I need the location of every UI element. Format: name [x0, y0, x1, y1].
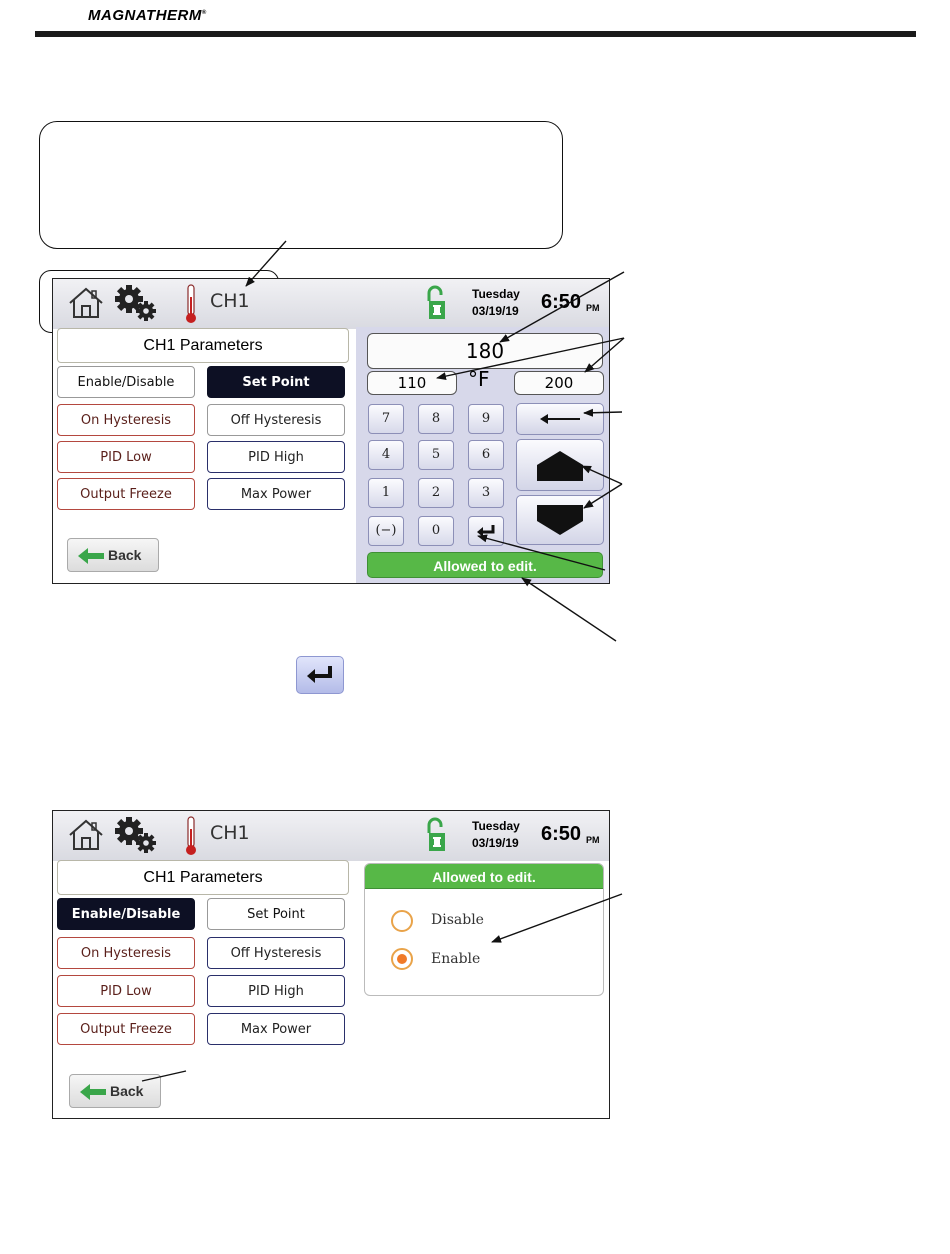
key-7[interactable]: 7: [368, 404, 404, 434]
callout-arrow-status: [521, 577, 617, 642]
set-point-button[interactable]: Set Point: [207, 366, 345, 398]
max-value-field: 200: [514, 371, 604, 395]
key-6[interactable]: 6: [468, 440, 504, 470]
increment-button[interactable]: [516, 439, 604, 491]
ampm-label: PM: [586, 303, 600, 313]
set-point-screen: CH1 Tuesday 03/19/19 6:50 PM CH1 Paramet…: [52, 278, 610, 584]
brand-logo: MAGNATHERM®: [88, 7, 207, 24]
ampm-label: PM: [586, 835, 600, 845]
backspace-button[interactable]: [516, 403, 604, 435]
date-label: 03/19/19: [472, 836, 519, 850]
enable-disable-screen: CH1 Tuesday 03/19/19 6:50 PM CH1 Paramet…: [52, 810, 610, 1119]
pid-high-button[interactable]: PID High: [207, 975, 345, 1007]
thermometer-icon: [186, 284, 196, 323]
enable-disable-button[interactable]: Enable/Disable: [57, 366, 195, 398]
callout-arrow-down: [583, 483, 623, 509]
back-arrow-icon: [80, 1084, 106, 1100]
enable-options-panel: Allowed to edit. Disable Enable: [364, 863, 604, 996]
top-bar: CH1 Tuesday 03/19/19 6:50 PM: [53, 811, 609, 861]
backspace-arrow-icon: [540, 414, 580, 424]
thermometer-icon: [186, 816, 196, 855]
back-button[interactable]: Back: [67, 538, 159, 572]
channel-label: CH1: [210, 290, 250, 312]
callout-line-back: [141, 1070, 187, 1082]
disable-label: Disable: [431, 912, 484, 928]
time-label: 6:50: [541, 291, 582, 313]
page-title: CH1 Parameters: [57, 860, 349, 895]
enable-radio[interactable]: [391, 948, 413, 970]
unlock-icon[interactable]: [425, 817, 447, 853]
on-hysteresis-button[interactable]: On Hysteresis: [57, 404, 195, 436]
key-3[interactable]: 3: [468, 478, 504, 508]
callout-arrow-value: [499, 271, 625, 343]
output-freeze-button[interactable]: Output Freeze: [57, 1013, 195, 1045]
on-hysteresis-button[interactable]: On Hysteresis: [57, 937, 195, 969]
max-power-button[interactable]: Max Power: [207, 478, 345, 510]
unit-label: °F: [468, 367, 490, 391]
callout-arrow-enter: [477, 534, 606, 571]
key-negative[interactable]: (−): [368, 516, 404, 546]
radio-selected-dot: [397, 954, 407, 964]
unlock-icon[interactable]: [425, 285, 447, 321]
enable-disable-button[interactable]: Enable/Disable: [57, 898, 195, 930]
key-5[interactable]: 5: [418, 440, 454, 470]
status-bar: Allowed to edit.: [367, 552, 603, 578]
key-8[interactable]: 8: [418, 404, 454, 434]
pid-low-button[interactable]: PID Low: [57, 975, 195, 1007]
callout-arrow-min: [436, 337, 625, 381]
off-hysteresis-button[interactable]: Off Hysteresis: [207, 404, 345, 436]
home-icon[interactable]: [67, 286, 105, 320]
back-arrow-icon: [78, 548, 104, 564]
disable-radio[interactable]: [391, 910, 413, 932]
down-arrow-icon: [537, 505, 583, 535]
callout-arrow-max: [584, 337, 625, 373]
header-rule: [35, 31, 916, 37]
date-label: 03/19/19: [472, 304, 519, 318]
enter-icon: [307, 666, 332, 683]
up-arrow-icon: [537, 451, 583, 481]
callout-arrow-backspace: [583, 408, 623, 417]
enter-key-illustration: [296, 656, 344, 694]
gear-icon[interactable]: [113, 283, 159, 323]
callout-arrow-radio: [491, 893, 623, 943]
key-0[interactable]: 0: [418, 516, 454, 546]
value-display[interactable]: 180: [367, 333, 603, 369]
page-title: CH1 Parameters: [57, 328, 349, 363]
time-label: 6:50: [541, 823, 582, 845]
set-point-button[interactable]: Set Point: [207, 898, 345, 930]
keypad-panel: 180 110 °F 200 7 8 9 4 5 6 1 2 3 (−) 0 A…: [356, 327, 609, 583]
gear-icon[interactable]: [113, 815, 159, 855]
callout-arrow-topbar: [245, 240, 287, 287]
off-hysteresis-button[interactable]: Off Hysteresis: [207, 937, 345, 969]
top-bar: CH1 Tuesday 03/19/19 6:50 PM: [53, 279, 609, 329]
status-bar: Allowed to edit.: [365, 864, 603, 889]
max-power-button[interactable]: Max Power: [207, 1013, 345, 1045]
day-label: Tuesday: [472, 819, 520, 833]
key-4[interactable]: 4: [368, 440, 404, 470]
home-icon[interactable]: [67, 818, 105, 852]
pid-low-button[interactable]: PID Low: [57, 441, 195, 473]
day-label: Tuesday: [472, 287, 520, 301]
key-9[interactable]: 9: [468, 404, 504, 434]
callout-arrow-up: [581, 465, 623, 485]
key-1[interactable]: 1: [368, 478, 404, 508]
channel-label: CH1: [210, 822, 250, 844]
key-2[interactable]: 2: [418, 478, 454, 508]
pid-high-button[interactable]: PID High: [207, 441, 345, 473]
enable-label: Enable: [431, 951, 481, 967]
callout-box: [39, 121, 563, 249]
output-freeze-button[interactable]: Output Freeze: [57, 478, 195, 510]
